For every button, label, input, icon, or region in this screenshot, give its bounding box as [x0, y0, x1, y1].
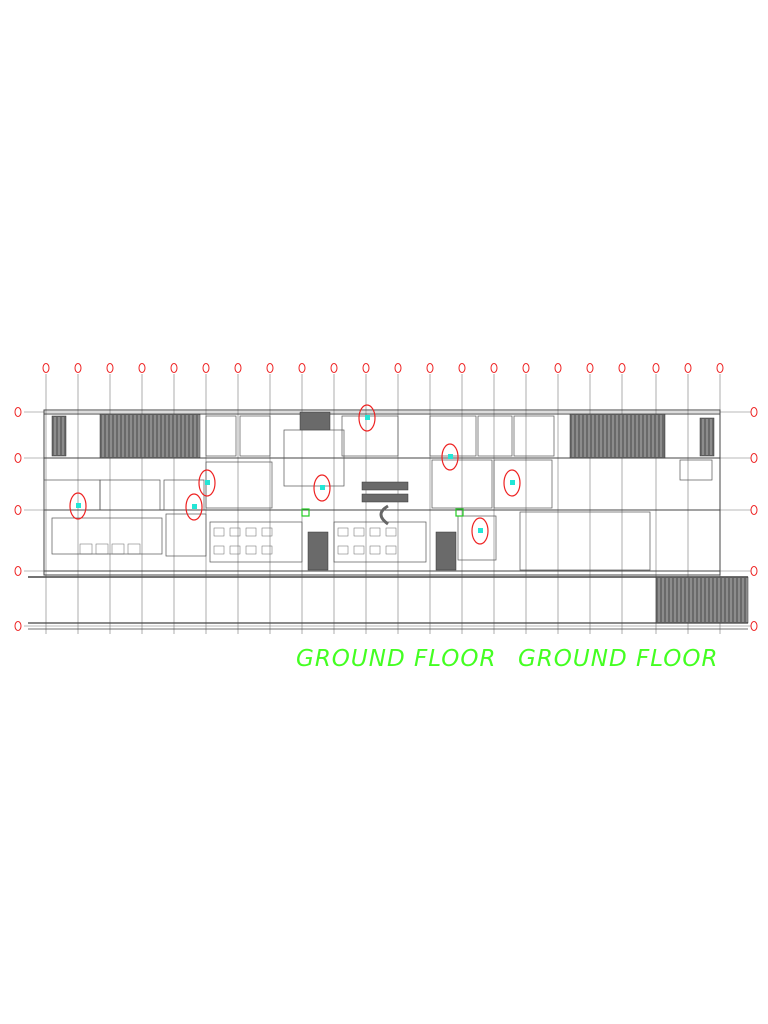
grid-bubble-top	[554, 363, 562, 373]
highlight-marker-circle	[69, 492, 87, 520]
grid-bubbles	[14, 363, 758, 631]
highlight-markers	[69, 404, 521, 545]
stair-blocks	[51, 411, 749, 624]
grid-bubble-right	[750, 505, 758, 515]
grid-bubble-left	[14, 505, 22, 515]
highlight-marker-fill	[365, 415, 370, 420]
grid-bubble-top	[266, 363, 274, 373]
highlight-marker-fill	[76, 503, 81, 508]
grid-bubble-top	[170, 363, 178, 373]
grid-bubble-left	[14, 566, 22, 576]
highlight-marker-circle	[441, 443, 459, 471]
highlight-marker-circle	[313, 474, 331, 502]
grid-bubble-top	[458, 363, 466, 373]
grid-bubble-right	[750, 453, 758, 463]
grid-bubble-top	[586, 363, 594, 373]
grid-bubble-top	[362, 363, 370, 373]
grid-bubble-right	[750, 621, 758, 631]
highlight-marker-circle	[503, 469, 521, 497]
highlight-marker-circle	[471, 517, 489, 545]
grid-bubble-top	[42, 363, 50, 373]
highlight-marker-fill	[320, 485, 325, 490]
grid-bubble-top	[652, 363, 660, 373]
highlight-marker-fill	[192, 504, 197, 509]
grid-bubble-left	[14, 453, 22, 463]
grid-bubble-top	[716, 363, 724, 373]
grid-bubble-top	[298, 363, 306, 373]
grid-bubble-top	[426, 363, 434, 373]
highlight-marker-fill	[478, 528, 483, 533]
floor-caption-left: GROUND FLOOR	[296, 646, 497, 672]
highlight-marker-fill	[510, 480, 515, 485]
grid-bubble-top	[490, 363, 498, 373]
grid-bubble-top	[684, 363, 692, 373]
grid-bubble-top	[74, 363, 82, 373]
grid-bubble-top	[106, 363, 114, 373]
grid-bubble-left	[14, 621, 22, 631]
grid-bubble-top	[394, 363, 402, 373]
column-markers	[301, 508, 464, 517]
grid-bubble-top	[202, 363, 210, 373]
grid-bubble-top	[330, 363, 338, 373]
grid-bubble-top	[618, 363, 626, 373]
highlight-marker-circle	[198, 469, 216, 497]
grid-bubble-right	[750, 407, 758, 417]
grid-bubble-right	[750, 566, 758, 576]
floor-caption-right: GROUND FLOOR	[518, 646, 719, 672]
highlight-marker-fill	[205, 480, 210, 485]
stair-hatching	[54, 415, 748, 622]
grid-bubble-top	[522, 363, 530, 373]
highlight-marker-circle	[358, 404, 376, 432]
grid-bubble-top	[138, 363, 146, 373]
highlight-marker-circle	[185, 493, 203, 521]
grid-bubble-left	[14, 407, 22, 417]
grid-bubble-top	[234, 363, 242, 373]
grid-lines	[24, 374, 752, 634]
furniture-marks	[79, 504, 397, 555]
highlight-marker-fill	[448, 454, 453, 459]
